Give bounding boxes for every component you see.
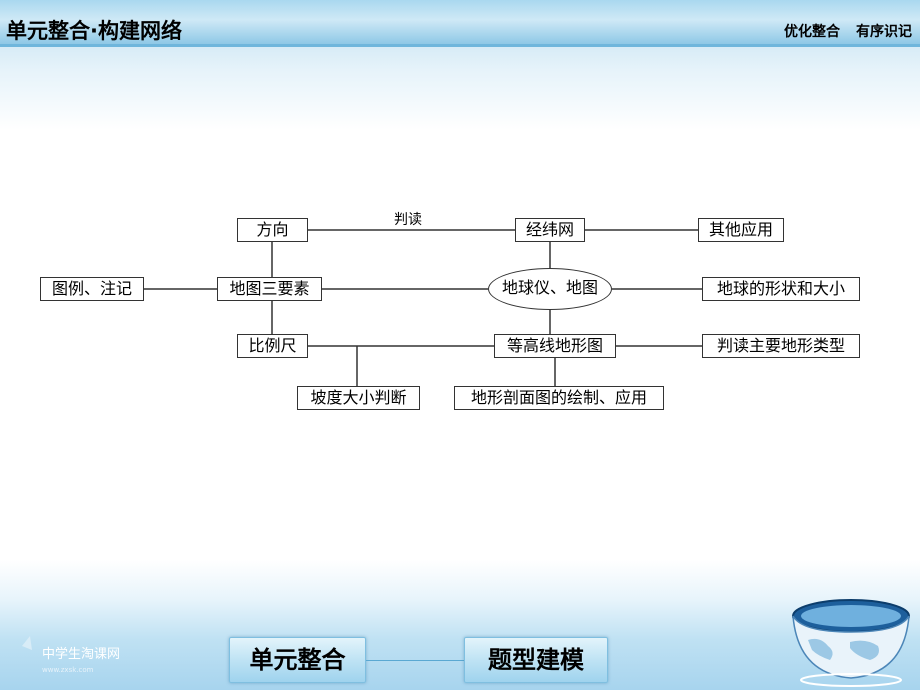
- node-ditu-sanyaosu: 地图三要素: [217, 277, 322, 301]
- node-diqiu-xingzhuang: 地球的形状和大小: [702, 277, 860, 301]
- node-bilichi: 比例尺: [237, 334, 308, 358]
- button-connector: [366, 660, 464, 661]
- node-podu: 坡度大小判断: [297, 386, 420, 410]
- node-poumian: 地形剖面图的绘制、应用: [454, 386, 664, 410]
- node-diqiuyi-ditu: 地球仪、地图: [488, 268, 612, 310]
- unit-summary-button[interactable]: 单元整合: [229, 637, 366, 683]
- header-divider: [0, 44, 920, 47]
- header-right: 优化整合 有序识记: [784, 21, 912, 41]
- node-jingweiwang: 经纬网: [515, 218, 585, 242]
- node-tuli-zhuji: 图例、注记: [40, 277, 144, 301]
- page-title: 单元整合·构建网络: [6, 19, 182, 43]
- edge-label-pandu: 判读: [394, 212, 422, 228]
- logo-icon: 中学生淘课网 www.zxsk.com: [22, 636, 120, 674]
- logo-url: www.zxsk.com: [42, 666, 94, 674]
- node-qita-yingyong: 其他应用: [698, 218, 784, 242]
- node-pandu-dixing: 判读主要地形类型: [702, 334, 860, 358]
- header-item-memorize[interactable]: 有序识记: [856, 24, 912, 40]
- header-item-optimize[interactable]: 优化整合: [784, 24, 840, 40]
- globe-bowl-icon: [792, 599, 910, 687]
- question-modeling-button[interactable]: 题型建模: [464, 637, 608, 683]
- node-fangxiang: 方向: [237, 218, 308, 242]
- logo-text: 中学生淘课网: [42, 646, 120, 662]
- node-dengaoxian: 等高线地形图: [494, 334, 616, 358]
